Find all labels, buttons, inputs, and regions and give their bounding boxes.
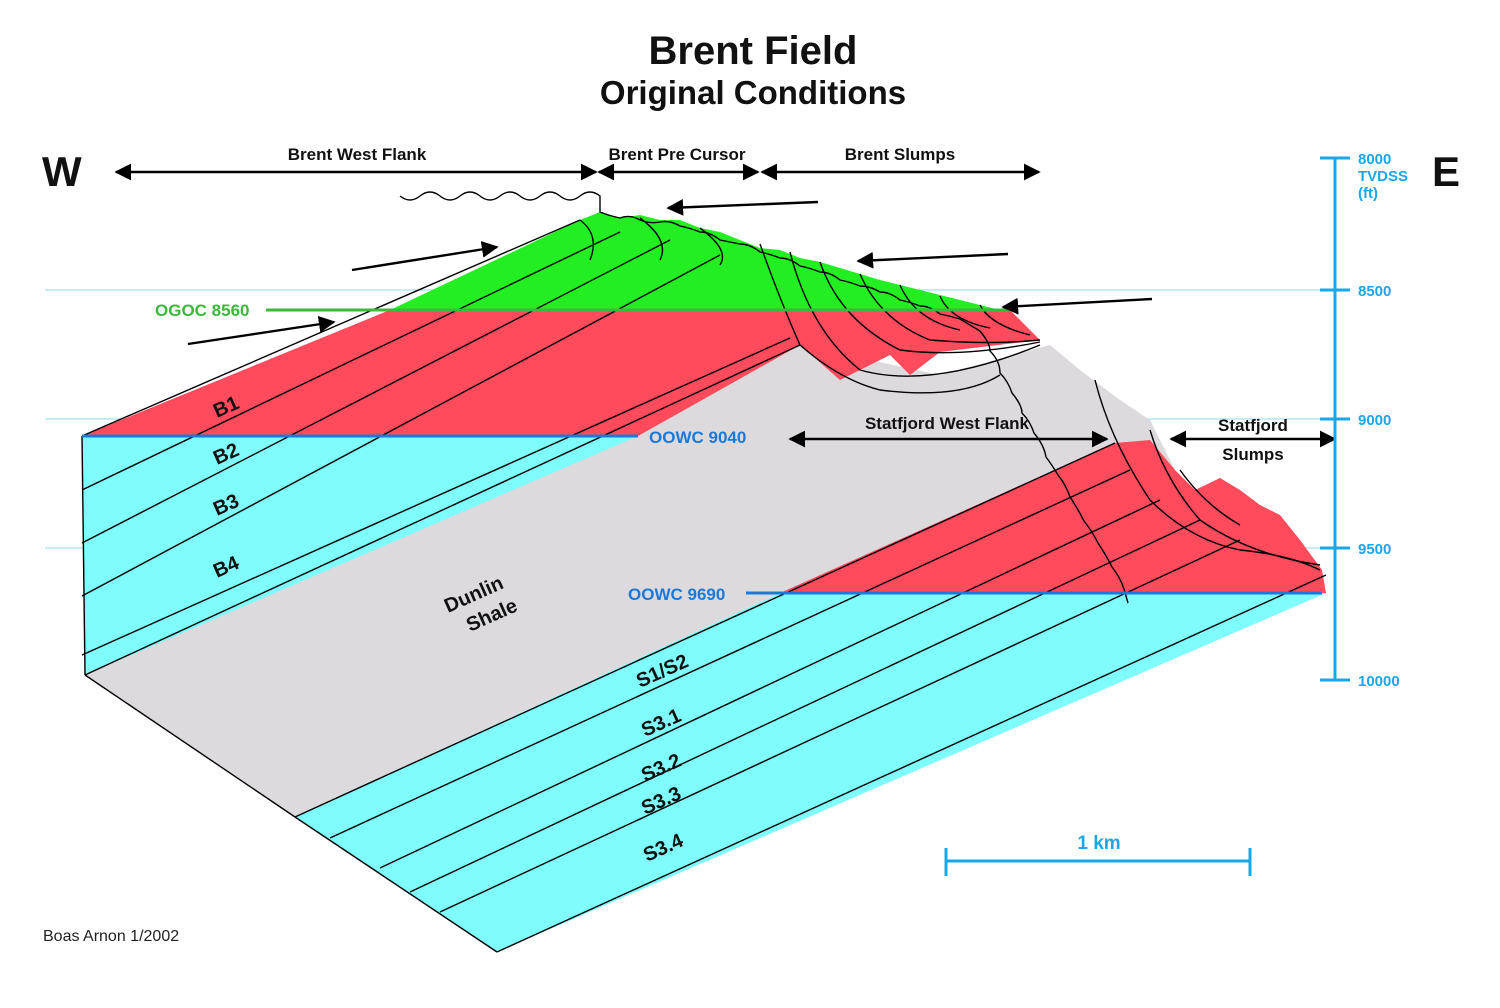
slump-movement-arrows (187, 199, 1153, 346)
depth-unit-label: TVDSS (1358, 168, 1408, 185)
diagram-subtitle: Original Conditions (600, 74, 906, 111)
statfjord-water-zone (295, 593, 1326, 952)
statfjord-bedding-lines (84, 379, 1327, 953)
statfjord-west-flank-label: Statfjord West Flank (865, 414, 1030, 433)
statfjord-oil-zone (780, 440, 1326, 593)
east-label: E (1432, 148, 1460, 195)
depth-tick-8500: 8500 (1358, 283, 1391, 300)
author-credit: Boas Arnon 1/2002 (43, 928, 179, 945)
depth-tick-8000: 8000 (1358, 151, 1391, 168)
brent-west-flank-label: Brent West Flank (288, 145, 427, 164)
brent-slump-faults (579, 217, 1041, 394)
ogoc-label: OGOC 8560 (155, 301, 250, 320)
depth-axis: 8000 TVDSS (ft) 8500 9000 9500 10000 (1320, 151, 1408, 690)
brent-pre-cursor-label: Brent Pre Cursor (609, 145, 746, 164)
depth-tick-9500: 9500 (1358, 541, 1391, 558)
depth-tick-9000: 9000 (1358, 412, 1391, 429)
brent-bedding-lines (81, 219, 801, 676)
dunlin-shale-zone (85, 345, 1175, 817)
diagram-title: Brent Field (649, 29, 858, 73)
brent-gas-cap (390, 212, 1000, 310)
statfjord-slumps-label-2: Slumps (1222, 445, 1283, 464)
brent-oil-zone (82, 310, 1040, 436)
statfjord-slumps-label-1: Statfjord (1218, 416, 1288, 435)
oowc-upper-label: OOWC 9040 (649, 428, 746, 447)
depth-tick-10000: 10000 (1358, 673, 1400, 690)
scale-bar-label: 1 km (1077, 833, 1120, 854)
scale-bar: 1 km (944, 833, 1252, 876)
depth-unit-ft: (ft) (1358, 185, 1378, 202)
west-label: W (42, 148, 82, 195)
brent-slumps-label: Brent Slumps (845, 145, 956, 164)
oowc-lower-label: OOWC 9690 (628, 585, 725, 604)
brent-water-zone (82, 436, 638, 675)
